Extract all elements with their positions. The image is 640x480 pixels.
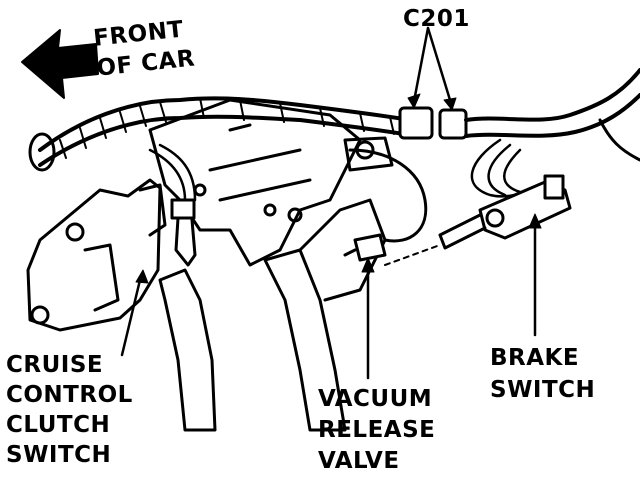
- valve-dashed-line: [384, 244, 441, 266]
- harness-grommet: [28, 132, 56, 172]
- arrowhead-vacuum: [361, 257, 375, 273]
- wiring-harness-main: [38, 96, 412, 152]
- bracket-hole-top: [65, 222, 85, 242]
- connector-c201-half-2: [438, 108, 468, 140]
- vacuum-label-line-2: RELEASE: [318, 417, 436, 443]
- connector-c201-label: C201: [403, 4, 470, 34]
- connector-c201-half-1: [398, 106, 434, 140]
- arrowhead-c201-b: [443, 97, 457, 111]
- front-arrow-icon: [21, 29, 99, 99]
- arrowhead-brake: [528, 213, 542, 229]
- vacuum-release-valve-label: VACUUM RELEASE VALVE: [318, 384, 435, 477]
- vacuum-label-line-3: VALVE: [318, 448, 400, 474]
- brake-switch-plunger: [438, 213, 487, 250]
- vacuum-label-line-1: VACUUM: [318, 386, 433, 412]
- brake-label-line-1: BRAKE: [490, 345, 580, 371]
- wiring-harness-right: [464, 68, 640, 122]
- brake-switch-plug: [543, 174, 565, 200]
- cruise-switch-wires: [148, 143, 197, 202]
- harness-wrap-marks: [59, 97, 395, 159]
- support-rib: [208, 123, 312, 202]
- brake-switch-nut: [485, 208, 505, 228]
- cruise-label-line-2: CONTROL: [6, 382, 133, 408]
- brake-switch-label: BRAKE SWITCH: [490, 342, 595, 406]
- bracket-fold: [83, 243, 120, 312]
- pedal-pivot-link: [298, 198, 387, 302]
- cruise-control-clutch-switch: [170, 198, 196, 220]
- brake-label-line-2: SWITCH: [490, 377, 596, 403]
- connector-c201-text: C201: [403, 6, 470, 32]
- arrowhead-cruise: [135, 269, 149, 284]
- wiring-harness-right-lower: [464, 93, 640, 138]
- mount-bolt-3: [193, 183, 207, 197]
- cruise-label-line-1: CRUISE: [6, 352, 104, 378]
- vacuum-hose: [348, 148, 428, 243]
- cruise-label-line-3: CLUTCH: [6, 412, 111, 438]
- mount-bolt-1: [287, 207, 303, 223]
- wiring-harness-main-lower: [38, 114, 412, 167]
- vacuum-release-valve-body: [353, 233, 387, 262]
- cruise-label-line-4: SWITCH: [6, 442, 112, 468]
- valve-stem: [343, 248, 357, 257]
- leader-cruise: [120, 278, 142, 357]
- arrowhead-c201-a: [407, 93, 421, 109]
- left-bracket: [26, 178, 162, 332]
- connector-c201-arrows: [413, 26, 452, 102]
- harness-right-drop: [598, 118, 640, 162]
- cruise-switch-lower: [174, 216, 197, 267]
- brake-pedal-arm: [263, 248, 347, 432]
- mount-bolt-2: [263, 203, 277, 217]
- clutch-pedal-arm: [158, 268, 217, 432]
- front-of-car-label: FRONT OF CAR: [92, 14, 196, 84]
- pivot-boss: [343, 136, 394, 172]
- cruise-switch-bracket: [138, 183, 167, 237]
- bracket-hole-bottom: [30, 305, 50, 325]
- cruise-control-clutch-switch-label: CRUISE CONTROL CLUTCH SWITCH: [6, 350, 133, 470]
